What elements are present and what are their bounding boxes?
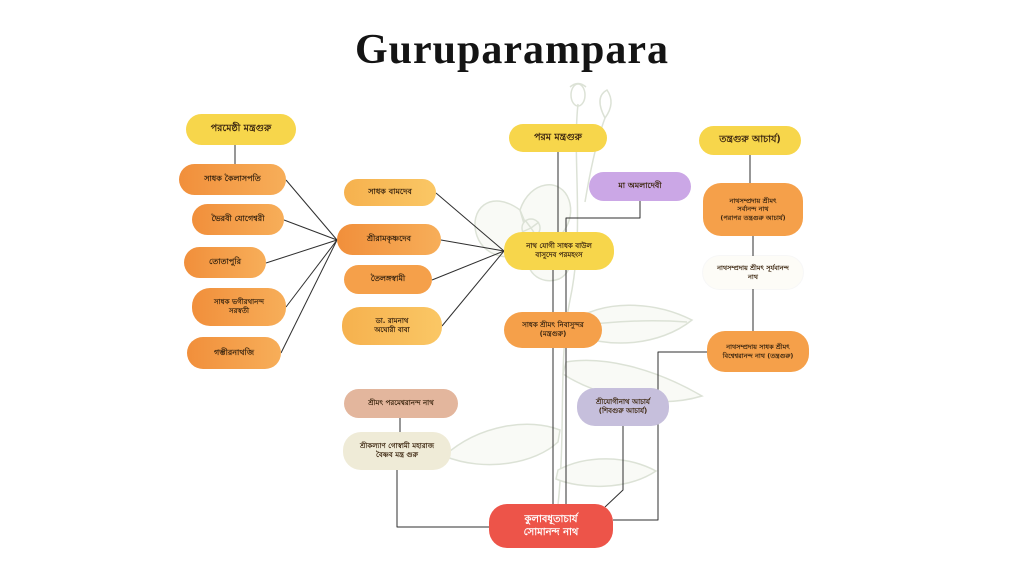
node-srikalyan-goswami-maharaj: শ্রীকল্যাণ গোস্বামী মহারাজ বৈষ্ণব মন্ত্র… — [343, 432, 451, 470]
node-param-mantraguru-header: পরম মন্ত্রগুরু — [509, 124, 607, 152]
node-sadhak-srimat-nibasundar: সাধক শ্রীমৎ নিবাসুন্দর (মন্ত্রগুরু) — [504, 312, 602, 348]
node-tantraguru-acharya-header: তন্ত্রগুরু আচার্য) — [699, 126, 801, 155]
node-kulabadhutacharya-somananda-nath: কুলাবধূতাচার্য সোমানন্দ নাথ — [489, 504, 613, 548]
node-srijoginath-acharya: শ্রীযোগীনাথ আচার্য (শিবগুরু আচার্য) — [577, 388, 669, 426]
node-srimat-parameswarananda-nath: শ্রীমৎ পরমেশ্বরানন্দ নাথ — [344, 389, 458, 418]
node-nath-jogi-sadhak-baul-basudev-paramhansa: নাথ যোগী সাধক বাউল বাসুদেব পরমহংস — [504, 232, 614, 270]
node-sadhak-kailaspati: সাধক কৈলাসপতি — [179, 164, 286, 195]
node-ma-amaladevi: মা অমলাদেবী — [589, 172, 691, 201]
node-sri-ramakrishnadev: শ্রীরামকৃষ্ণদেব — [337, 224, 441, 255]
node-srimat-suryabananda-nath: নাথসম্প্রদায় শ্রীমৎ সূর্যবানন্দ নাথ — [703, 256, 803, 289]
node-sadhak-bamdev: সাধক বামদেব — [344, 179, 436, 206]
node-parameshthi-mantraguru-header: পরমেষ্ঠী মন্ত্রগুরু — [186, 114, 296, 145]
node-dr-ramnath-aghori-baba: ডা. রামনাথ অঘোরী বাবা — [342, 307, 442, 345]
page-title: Guruparampara — [354, 27, 669, 73]
node-sadhak-bhagirathananda-saraswati: সাধক ভগীরথানন্দ সরস্বতী — [192, 288, 286, 326]
node-srimat-sarbananda-nath: নাথসম্প্রদায় শ্রীমৎ সর্বানন্দ নাথ (পরাপ… — [703, 183, 803, 236]
node-srimat-bisweswarananda-nath: নাথসম্প্রদায় সাধক শ্রীমৎ বিশ্বেশ্বরানন্… — [707, 331, 809, 372]
node-gambhirnathji: গম্ভীরনাথজি — [187, 337, 281, 369]
node-totapuri: তোতাপুরি — [184, 247, 266, 278]
node-bhairavi-jogeshwari: ভৈরবী যোগেশ্বরী — [192, 204, 284, 235]
node-trailanga-swami: তৈলঙ্গস্বামী — [344, 265, 432, 294]
